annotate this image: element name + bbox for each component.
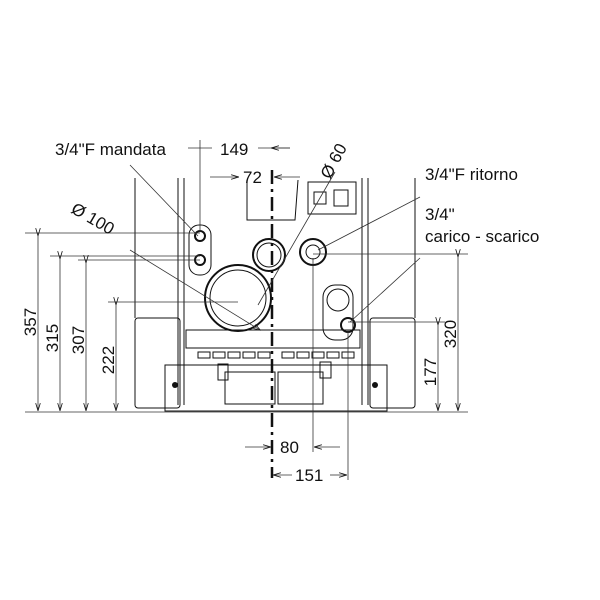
dim-315: 315 [43,324,62,352]
flue-collector [246,179,299,221]
label-mandata: 3/4"F mandata [55,140,166,159]
dim-357: 357 [21,308,40,336]
dim-307: 307 [69,326,88,354]
dim-149: 149 [220,140,248,159]
dim-80: 80 [280,438,299,457]
control-panel [307,181,357,215]
gauge-housing [322,284,354,341]
dim-72: 72 [243,168,262,187]
dim-151: 151 [295,466,323,485]
bottom-frame [185,329,361,349]
label-ritorno: 3/4"F ritorno [425,165,518,184]
dim-222: 222 [99,346,118,374]
boiler-body [134,178,416,412]
label-carico-size: 3/4" [425,205,455,224]
air-intake-60 [252,238,286,272]
flue-100 [204,264,272,332]
dim-320: 320 [441,320,460,348]
mandata-connection [188,224,212,276]
label-dia-60: Ø 60 [317,140,351,181]
label-carico-scarico: carico - scarico [425,227,539,246]
left-side-panel [134,317,181,409]
base-box [164,364,388,412]
pressure-gauge [326,288,350,312]
right-side-panel [369,317,416,409]
dim-177: 177 [421,358,440,386]
terminal-block [197,351,355,405]
